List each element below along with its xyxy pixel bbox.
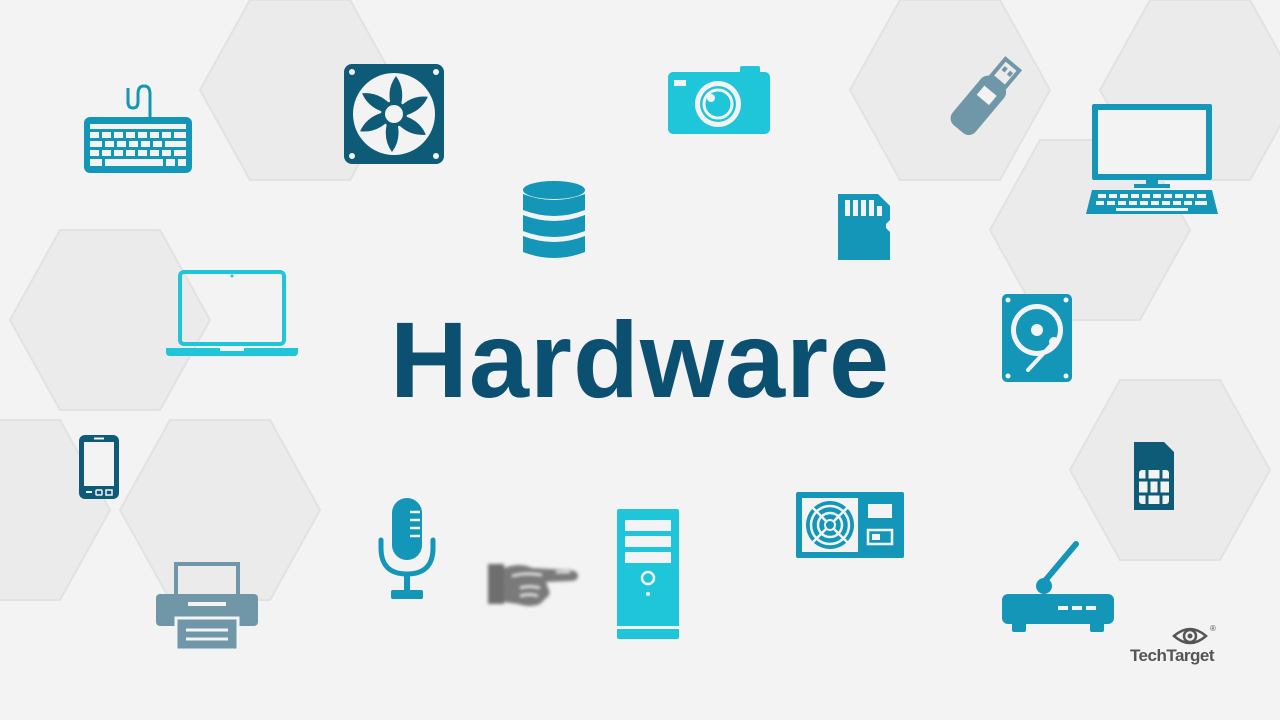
techtarget-logo: ® TechTarget [1122,624,1222,672]
tower-pc-icon [616,508,680,640]
keyboard-icon [82,84,194,176]
hard-drive-icon [1002,294,1072,382]
techtarget-wordmark: TechTarget [1129,646,1215,665]
case-fan-icon [344,64,444,164]
pointing-hand-icon [486,558,580,610]
sd-card-icon [836,192,892,262]
eye-logo-icon [1172,627,1208,645]
smartphone-icon [78,434,120,500]
registered-mark: ® [1210,624,1216,633]
page-title: Hardware [389,299,891,420]
router-icon [1000,538,1116,634]
printer-icon [154,562,260,652]
laptop-icon [166,270,298,358]
microphone-icon [376,496,438,602]
sim-card-icon [1132,440,1176,512]
desktop-computer-icon [1086,102,1218,214]
database-icon [522,180,586,262]
usb-drive-icon [948,52,1023,142]
camera-icon [668,64,770,136]
power-supply-icon [796,492,904,558]
